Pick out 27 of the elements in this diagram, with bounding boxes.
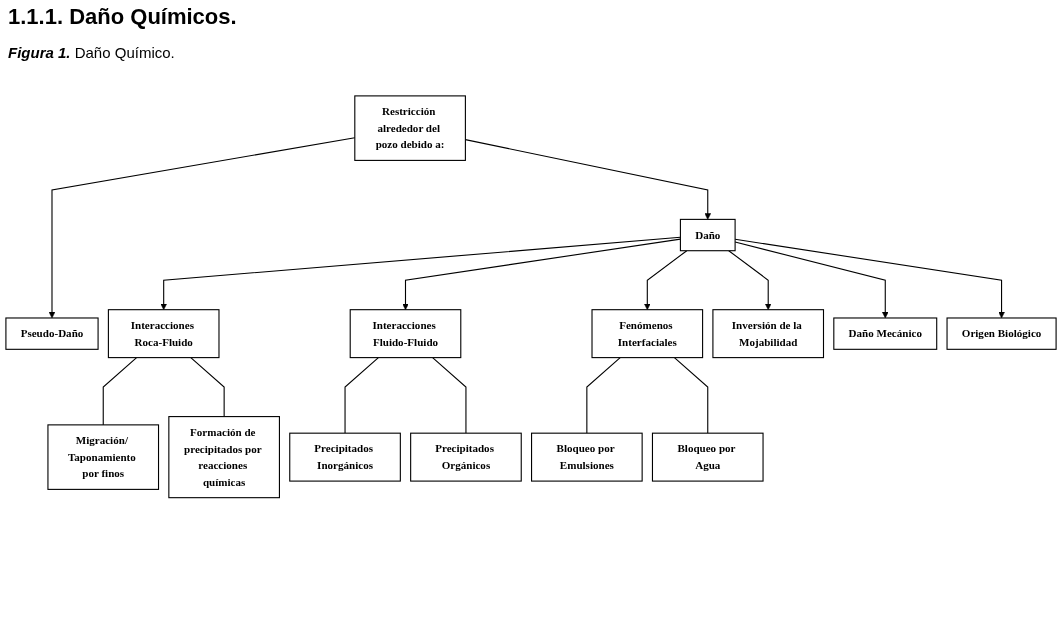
node-box: Bloqueo por Agua bbox=[651, 432, 764, 482]
node-box: Interacciones Fluido-Fluido bbox=[349, 309, 462, 359]
node-box: Precipitados Orgánicos bbox=[410, 432, 522, 482]
node-box: Inversión de la Mojabilidad bbox=[712, 309, 825, 359]
connector bbox=[586, 357, 621, 434]
node-box: Bloqueo por Emulsiones bbox=[531, 432, 643, 482]
arrow bbox=[728, 250, 772, 310]
node-box: Pseudo-Daño bbox=[5, 317, 99, 350]
connector bbox=[344, 357, 379, 434]
connector bbox=[102, 357, 138, 426]
node-box: Fenómenos Interfaciales bbox=[591, 309, 704, 359]
node-box: Daño Mecánico bbox=[833, 317, 938, 350]
connector bbox=[190, 357, 225, 418]
node-box: Migración/ Taponamiento por finos bbox=[47, 424, 160, 490]
node-box: Precipitados Inorgánicos bbox=[289, 432, 401, 482]
arrow bbox=[644, 250, 688, 310]
arrow bbox=[402, 238, 681, 310]
node-box: Daño bbox=[679, 218, 736, 252]
node-box: Origen Biológico bbox=[946, 317, 1057, 350]
section-heading: 1.1.1. Daño Químicos. bbox=[8, 4, 238, 30]
connector bbox=[673, 357, 709, 434]
arrow bbox=[160, 236, 681, 310]
node-box: Formación de precipitados por reacciones químicas bbox=[168, 416, 280, 499]
connector bbox=[432, 357, 467, 434]
node-box: Restricción alrededor del pozo debido a: bbox=[354, 95, 466, 161]
figure-caption: Figura 1. Daño Químico. bbox=[8, 44, 176, 61]
node-box: Interacciones Roca-Fluido bbox=[107, 309, 220, 359]
